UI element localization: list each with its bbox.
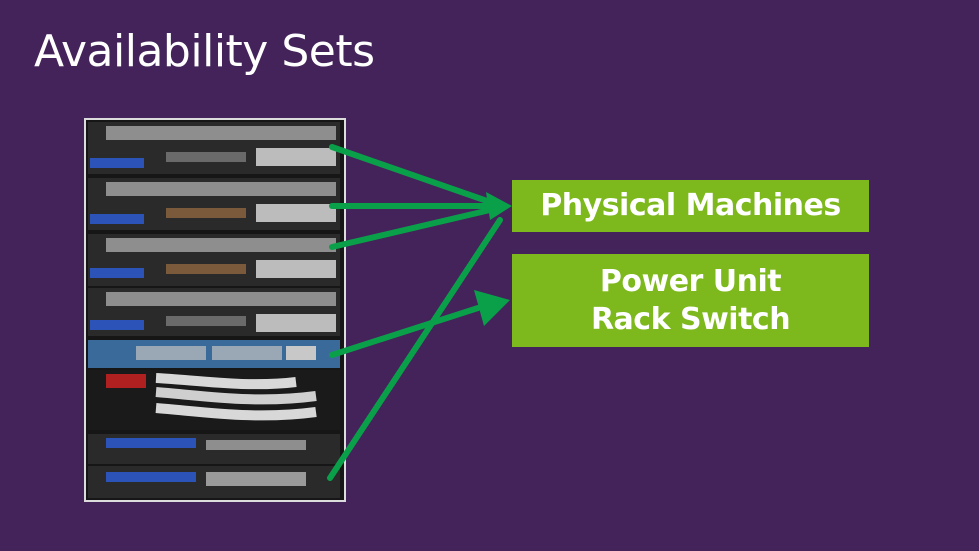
server-unit xyxy=(88,288,340,336)
cable-bundle xyxy=(88,370,340,430)
server-unit xyxy=(88,178,340,230)
server-unit xyxy=(88,234,340,286)
server-unit xyxy=(88,466,340,498)
physical-machines-box: Physical Machines xyxy=(512,180,869,232)
arrow-line xyxy=(329,207,493,250)
server-rack-image xyxy=(84,118,346,502)
arrow-line xyxy=(329,305,481,358)
server-unit xyxy=(88,434,340,464)
network-switch xyxy=(88,340,340,368)
rack-switch-label: Rack Switch xyxy=(590,301,791,337)
slide-title: Availability Sets xyxy=(34,26,375,77)
arrow-line xyxy=(329,144,493,205)
arrow-line xyxy=(327,217,503,481)
physical-machines-label: Physical Machines xyxy=(540,188,841,223)
arrowhead-icon xyxy=(474,290,510,326)
server-unit xyxy=(88,122,340,174)
arrowhead-icon xyxy=(486,192,512,220)
server-rack-illustration xyxy=(86,120,344,500)
power-unit-label: Power Unit xyxy=(599,263,782,299)
power-unit-box: Power Unit Rack Switch xyxy=(512,254,869,347)
